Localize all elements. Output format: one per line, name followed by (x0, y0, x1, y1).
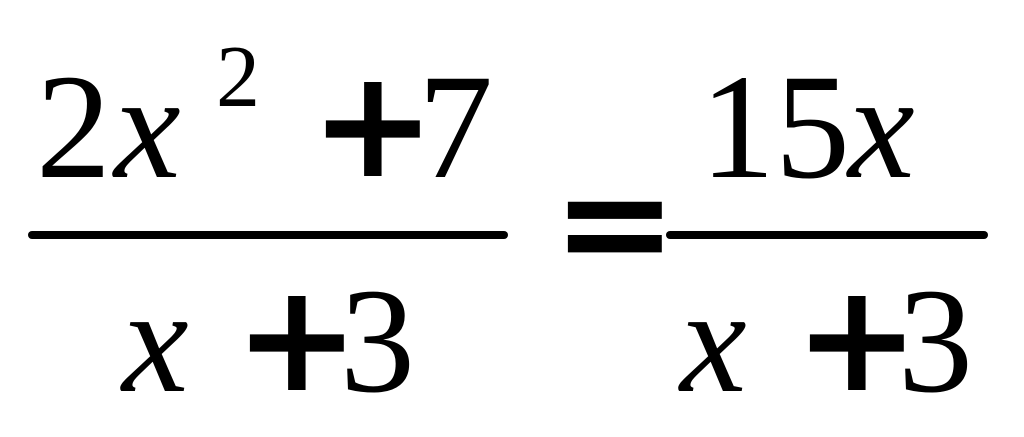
equals-sign: = (552, 136, 678, 310)
right-denominator-plus: + (794, 252, 920, 426)
right-denominator-const: 3 (898, 258, 973, 424)
right-fraction-bar (666, 231, 988, 239)
left-denominator-const: 3 (340, 258, 415, 424)
right-numerator-var: x (848, 44, 915, 210)
left-denominator-plus: + (234, 252, 360, 426)
left-numerator-const: 7 (418, 44, 493, 210)
right-numerator-coef: 15 (700, 44, 850, 210)
left-numerator-exponent: 2 (216, 29, 260, 126)
left-numerator-var: x (114, 44, 181, 210)
left-numerator-plus: + (310, 38, 436, 212)
left-denominator-var: x (122, 258, 189, 424)
right-denominator-var: x (680, 258, 747, 424)
left-numerator-coef: 2 (36, 44, 111, 210)
left-fraction-bar (28, 231, 508, 239)
